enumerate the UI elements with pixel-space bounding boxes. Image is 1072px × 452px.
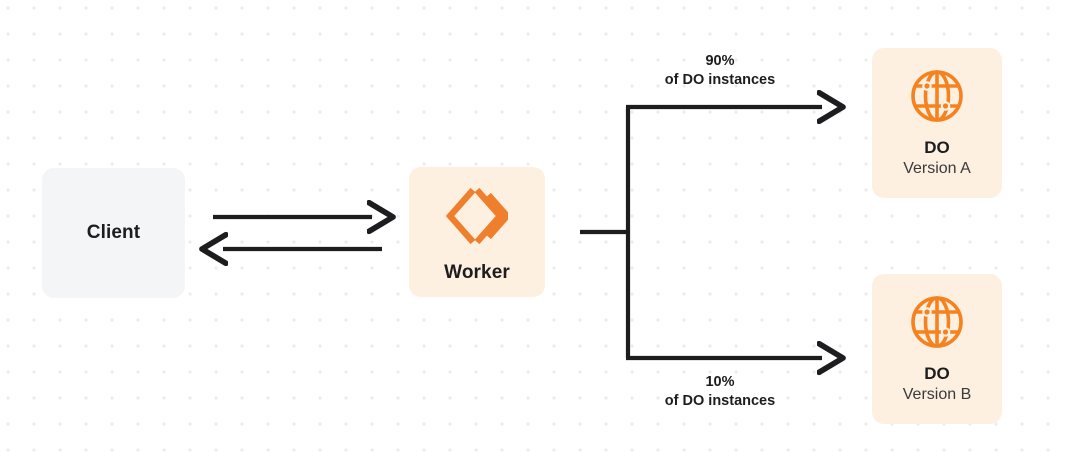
node-do-version-a: DO Version A	[872, 48, 1002, 198]
node-do-version-b: DO Version B	[872, 274, 1002, 424]
node-client: Client	[42, 168, 185, 298]
node-client-label: Client	[86, 222, 141, 243]
edge-label-do-b-text: of DO instances	[664, 393, 776, 410]
node-do-version-b-sublabel: Version B	[902, 386, 972, 403]
globe-icon	[909, 68, 965, 124]
node-do-version-b-label: DO	[924, 364, 950, 383]
edge-label-do-a-percent: 90%	[705, 53, 735, 69]
cloudflare-workers-icon	[446, 186, 508, 246]
edge-label-do-a-text: of DO instances	[664, 72, 776, 89]
node-worker: Worker	[409, 167, 545, 297]
edge-label-do-a: 90% of DO instances	[620, 52, 820, 90]
edge-label-do-b: 10% of DO instances	[620, 373, 820, 411]
node-worker-label: Worker	[444, 262, 510, 283]
node-do-version-a-sublabel: Version A	[903, 160, 971, 177]
globe-icon	[909, 294, 965, 350]
edge-label-do-b-percent: 10%	[705, 374, 735, 390]
node-do-version-a-label: DO	[924, 138, 950, 157]
